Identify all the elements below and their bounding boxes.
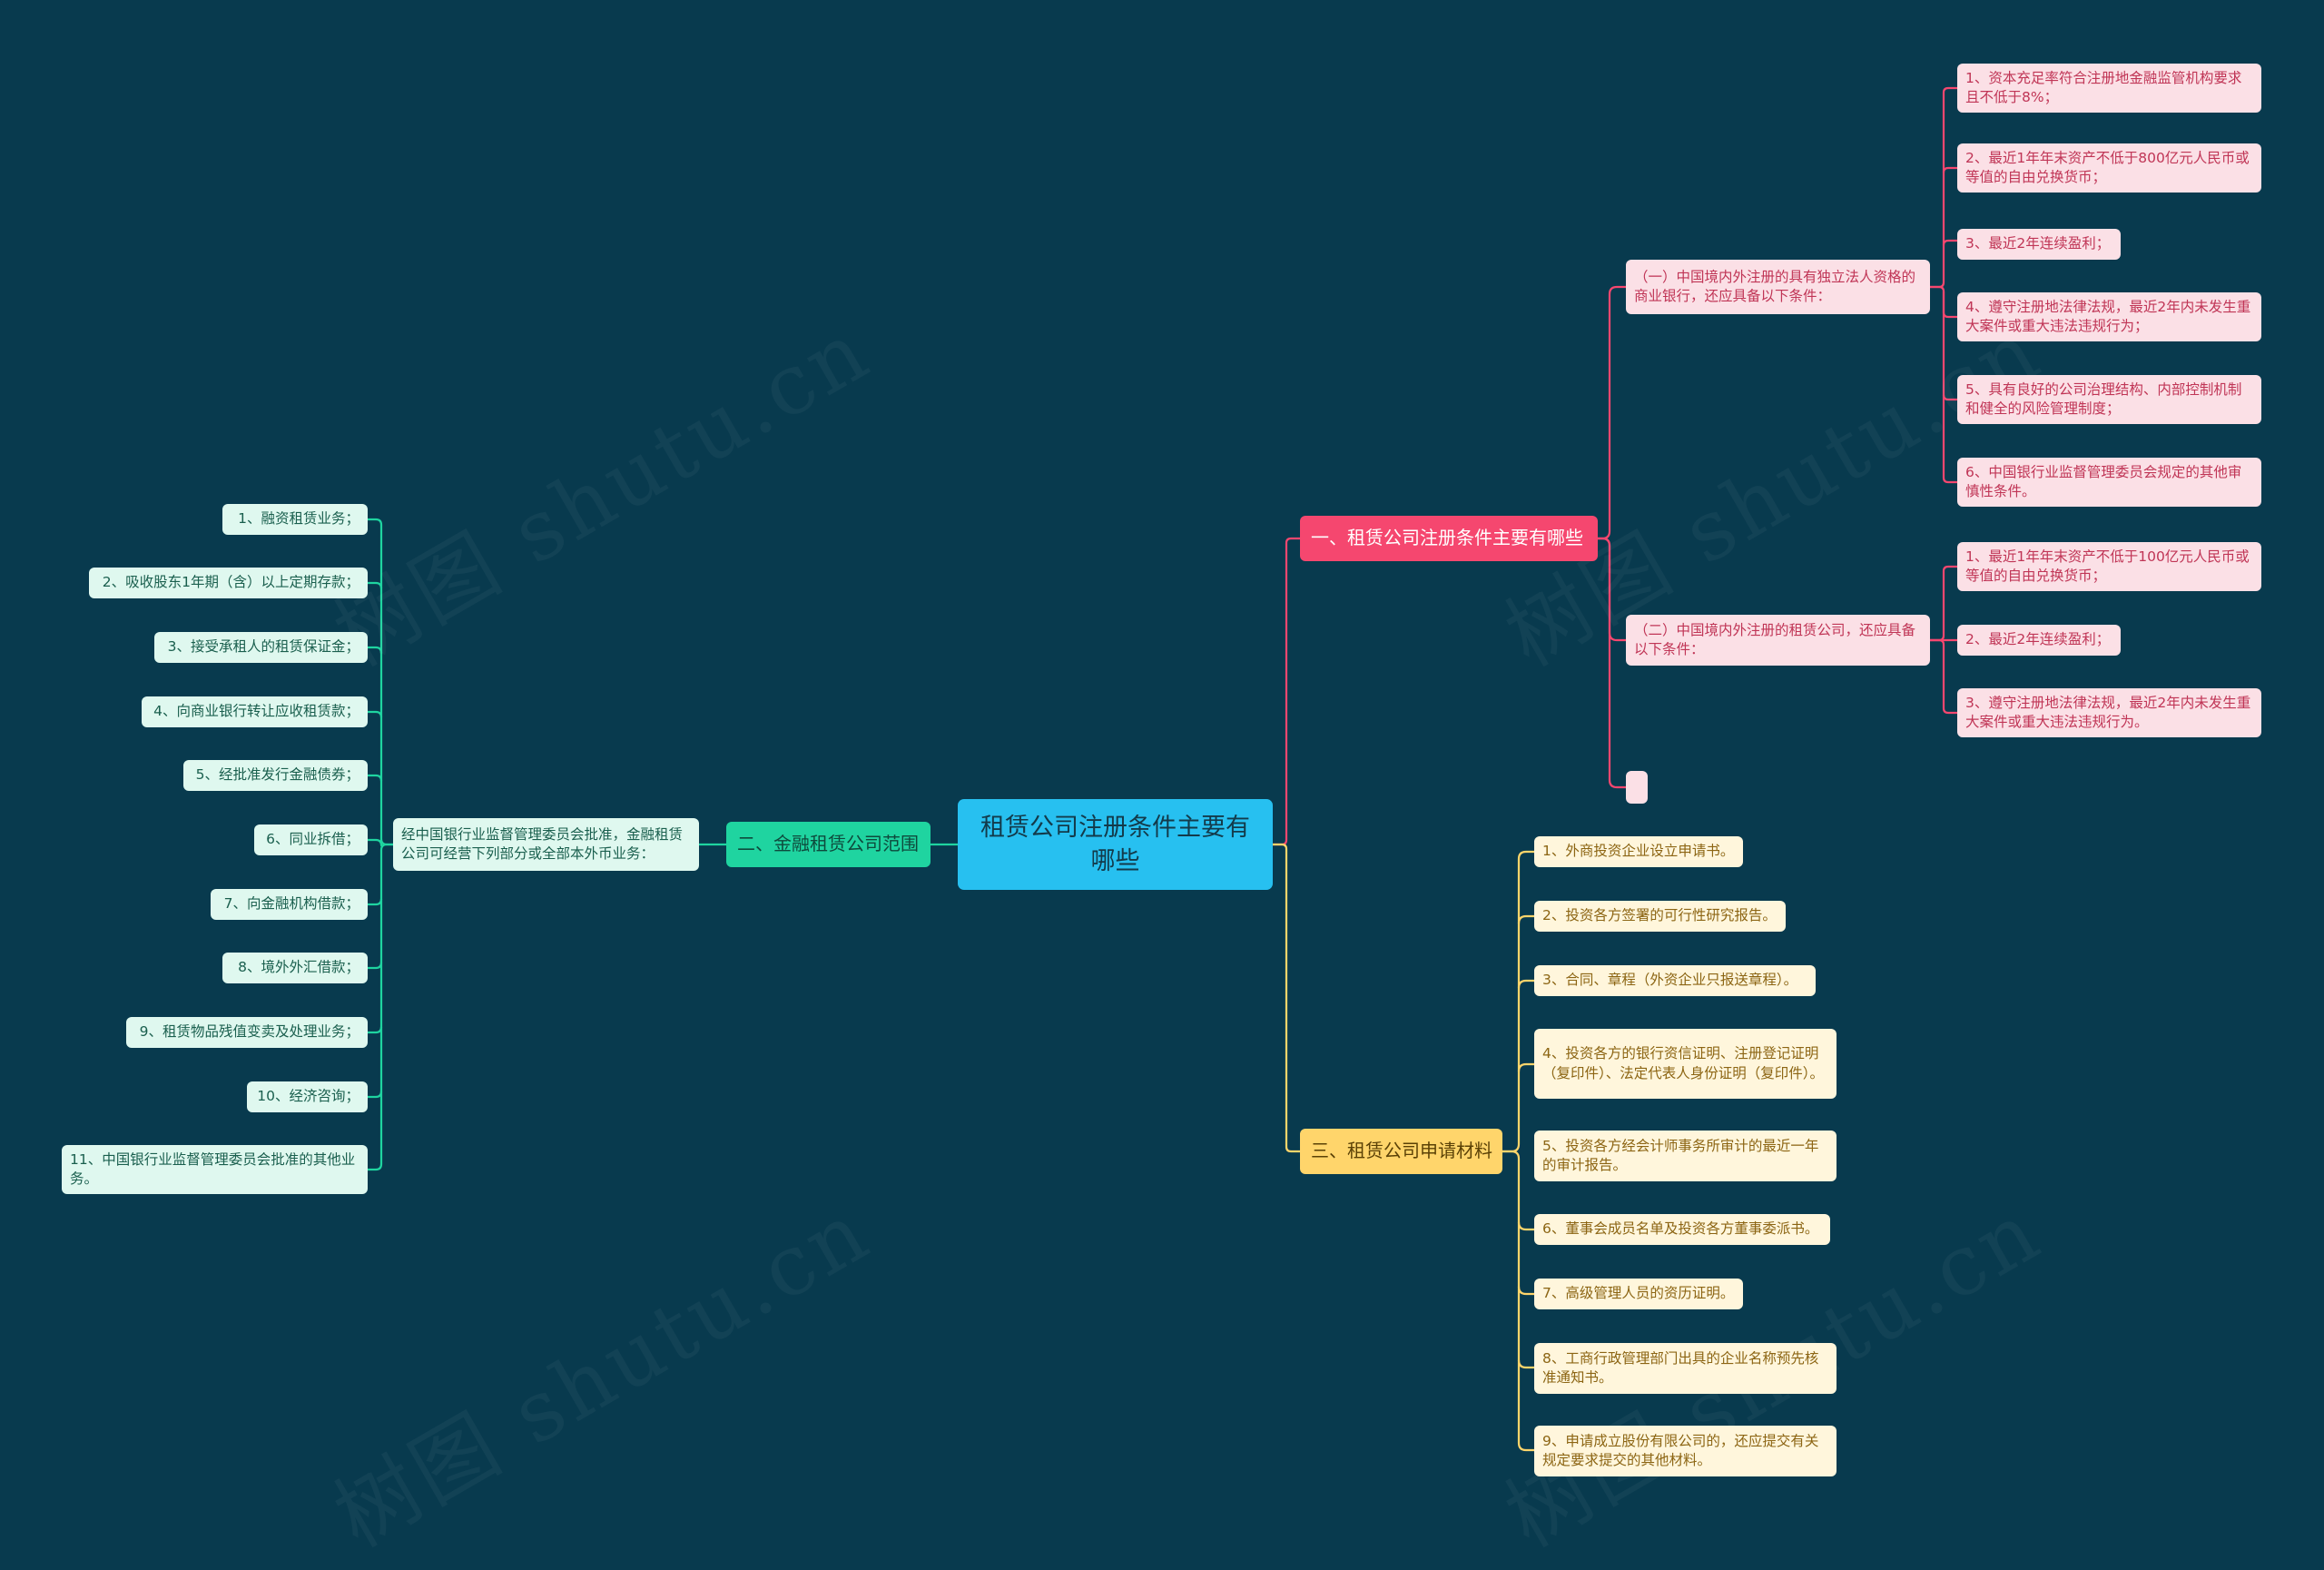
list-item[interactable]: 9、租赁物品残值变卖及处理业务； [126, 1017, 368, 1048]
list-item[interactable]: 7、高级管理人员的资历证明。 [1534, 1279, 1743, 1309]
list-item-label: 6、董事会成员名单及投资各方董事委派书。 [1542, 1220, 1819, 1238]
list-item-label: 7、向金融机构借款； [223, 895, 359, 913]
list-item[interactable]: 6、同业拆借； [254, 824, 368, 855]
list-item[interactable]: 1、融资租赁业务； [222, 504, 368, 535]
list-item-label: 5、经批准发行金融债券； [195, 766, 359, 784]
branch-label: 二、金融租赁公司范围 [737, 833, 919, 855]
subtopic-commercial-bank[interactable]: （一）中国境内外注册的具有独立法人资格的商业银行，还应具备以下条件： [1626, 260, 1930, 314]
branch-application-materials[interactable]: 三、租赁公司申请材料 [1300, 1129, 1502, 1174]
list-item[interactable]: 4、向商业银行转让应收租赁款； [142, 696, 368, 727]
branch-label: 一、租赁公司注册条件主要有哪些 [1311, 527, 1583, 549]
list-item[interactable]: 6、中国银行业监督管理委员会规定的其他审慎性条件。 [1957, 458, 2261, 507]
list-item-label: 1、外商投资企业设立申请书。 [1542, 843, 1735, 860]
list-item-label: 4、向商业银行转让应收租赁款； [153, 703, 359, 720]
list-item-label: 3、遵守注册地法律法规，最近2年内未发生重大案件或重大违法违规行为。 [1965, 694, 2251, 730]
list-item[interactable]: 8、工商行政管理部门出具的企业名称预先核准通知书。 [1534, 1343, 1837, 1394]
list-item-label: 2、投资各方签署的可行性研究报告。 [1542, 907, 1777, 924]
list-item-label: 10、经济咨询； [257, 1088, 359, 1105]
list-item[interactable]: 9、申请成立股份有限公司的，还应提交有关规定要求提交的其他材料。 [1534, 1426, 1837, 1476]
list-item-label: 8、工商行政管理部门出具的企业名称预先核准通知书。 [1542, 1349, 1819, 1386]
list-item[interactable]: 6、董事会成员名单及投资各方董事委派书。 [1534, 1214, 1830, 1245]
list-item[interactable]: 2、最近1年年末资产不低于800亿元人民币或等值的自由兑换货币； [1957, 143, 2261, 193]
list-item-label: 2、最近2年连续盈利； [1965, 631, 2111, 648]
subtopic-approved-business[interactable]: 经中国银行业监督管理委员会批准，金融租赁公司可经营下列部分或全部本外币业务： [393, 818, 699, 871]
list-item[interactable]: 3、合同、章程（外资企业只报送章程）。 [1534, 965, 1816, 996]
list-item-label: 1、融资租赁业务； [238, 510, 359, 528]
list-item-label: 4、投资各方的银行资信证明、注册登记证明（复印件）、法定代表人身份证明（复印件）… [1542, 1045, 1825, 1081]
list-item[interactable]: 5、具有良好的公司治理结构、内部控制机制和健全的风险管理制度； [1957, 375, 2261, 424]
list-item-label: 11、中国银行业监督管理委员会批准的其他业务。 [70, 1150, 356, 1187]
list-item-label: 2、最近1年年末资产不低于800亿元人民币或等值的自由兑换货币； [1965, 149, 2250, 185]
branch-registration-conditions[interactable]: 一、租赁公司注册条件主要有哪些 [1300, 516, 1598, 561]
list-item[interactable]: 10、经济咨询； [247, 1081, 368, 1112]
list-item[interactable]: 7、向金融机构借款； [211, 889, 368, 920]
subtopic-label: （二）中国境内外注册的租赁公司，还应具备以下条件： [1634, 621, 1916, 657]
list-item-label: 2、吸收股东1年期（含）以上定期存款； [102, 574, 359, 591]
list-item-label: 7、高级管理人员的资历证明。 [1542, 1285, 1735, 1302]
list-item-label: 8、境外外汇借款； [238, 959, 359, 976]
list-item[interactable]: 2、最近2年连续盈利； [1957, 625, 2121, 656]
subtopic-label: 经中国银行业监督管理委员会批准，金融租赁公司可经营下列部分或全部本外币业务： [401, 825, 684, 862]
list-item-label: 3、合同、章程（外资企业只报送章程）。 [1542, 972, 1798, 989]
list-item[interactable]: 2、投资各方签署的可行性研究报告。 [1534, 901, 1786, 932]
list-item[interactable]: 1、外商投资企业设立申请书。 [1534, 836, 1743, 867]
list-item[interactable]: 3、遵守注册地法律法规，最近2年内未发生重大案件或重大违法违规行为。 [1957, 688, 2261, 737]
list-item[interactable]: 11、中国银行业监督管理委员会批准的其他业务。 [62, 1145, 368, 1194]
list-item[interactable]: 1、资本充足率符合注册地金融监管机构要求且不低于8%； [1957, 64, 2261, 113]
list-item[interactable]: 3、最近2年连续盈利； [1957, 229, 2121, 260]
list-item-label: 6、同业拆借； [266, 831, 359, 848]
list-item[interactable]: 4、投资各方的银行资信证明、注册登记证明（复印件）、法定代表人身份证明（复印件）… [1534, 1029, 1837, 1099]
list-item[interactable]: 3、接受承租人的租赁保证金； [154, 632, 368, 663]
root-topic[interactable]: 租赁公司注册条件主要有哪些 [958, 799, 1273, 890]
branch-leasing-scope[interactable]: 二、金融租赁公司范围 [726, 822, 931, 867]
list-item-label: 3、最近2年连续盈利； [1965, 235, 2111, 252]
list-item-label: 1、资本充足率符合注册地金融监管机构要求且不低于8%； [1965, 69, 2242, 105]
list-item[interactable]: 2、吸收股东1年期（含）以上定期存款； [89, 568, 368, 598]
list-item[interactable]: 1、最近1年年末资产不低于100亿元人民币或等值的自由兑换货币； [1957, 542, 2261, 591]
list-item-label: 5、具有良好的公司治理结构、内部控制机制和健全的风险管理制度； [1965, 380, 2242, 417]
root-topic-label: 租赁公司注册条件主要有哪些 [980, 813, 1250, 875]
list-item-label: 5、投资各方经会计师事务所审计的最近一年的审计报告。 [1542, 1137, 1819, 1173]
subtopic-label: （一）中国境内外注册的具有独立法人资格的商业银行，还应具备以下条件： [1634, 268, 1916, 304]
list-item-label: 9、租赁物品残值变卖及处理业务； [139, 1023, 359, 1041]
branch-label: 三、租赁公司申请材料 [1311, 1140, 1492, 1162]
list-item[interactable]: 5、投资各方经会计师事务所审计的最近一年的审计报告。 [1534, 1131, 1837, 1181]
list-item-label: 9、申请成立股份有限公司的，还应提交有关规定要求提交的其他材料。 [1542, 1432, 1819, 1468]
list-item[interactable]: 4、遵守注册地法律法规，最近2年内未发生重大案件或重大违法违规行为； [1957, 292, 2261, 341]
list-item-label: 6、中国银行业监督管理委员会规定的其他审慎性条件。 [1965, 463, 2242, 499]
subtopic-leasing-company[interactable]: （二）中国境内外注册的租赁公司，还应具备以下条件： [1626, 615, 1930, 666]
list-item-label: 4、遵守注册地法律法规，最近2年内未发生重大案件或重大违法违规行为； [1965, 298, 2251, 334]
list-item[interactable]: 8、境外外汇借款； [222, 953, 368, 983]
subtopic-empty[interactable] [1626, 771, 1648, 804]
list-item-label: 1、最近1年年末资产不低于100亿元人民币或等值的自由兑换货币； [1965, 548, 2250, 584]
list-item-label: 3、接受承租人的租赁保证金； [167, 638, 359, 656]
list-item[interactable]: 5、经批准发行金融债券； [183, 760, 368, 791]
